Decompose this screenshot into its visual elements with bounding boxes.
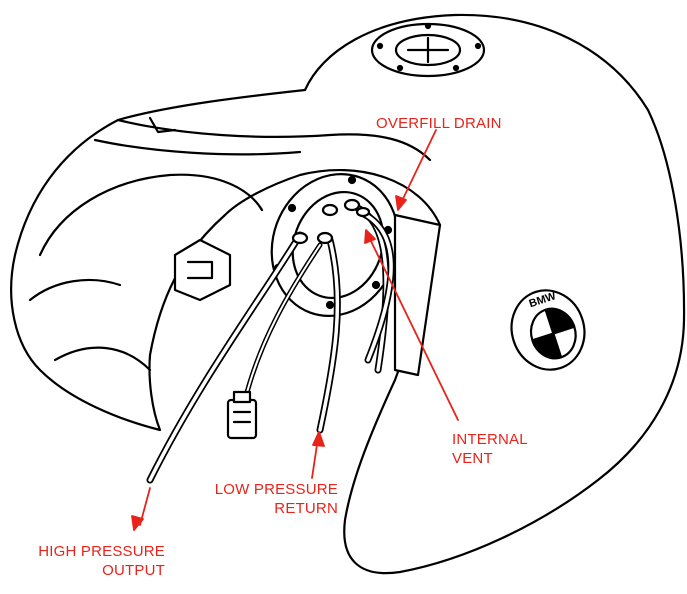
hose-fitting xyxy=(343,198,361,212)
bmw-badge: BMW xyxy=(510,289,586,371)
high-pressure-hose-fill xyxy=(148,233,302,482)
fuel-cap-bolt xyxy=(452,64,460,72)
electrical-connector-latch xyxy=(232,390,252,404)
hose-fitting xyxy=(291,231,309,245)
high-pressure-output-label: HIGH PRESSURE OUTPUT xyxy=(10,542,165,580)
low-pressure-return-label: LOW PRESSURE RETURN xyxy=(188,480,338,518)
fuel-cap-bolt xyxy=(424,22,432,30)
tank-side-contour xyxy=(28,278,122,302)
low-pressure-arrow xyxy=(312,431,325,447)
internal-vent-line2: VENT xyxy=(452,450,493,467)
overfill-drain-leader xyxy=(399,129,437,206)
hose-fitting xyxy=(316,231,334,245)
low-pressure-hose-fill xyxy=(318,238,340,432)
hose-fitting xyxy=(321,203,339,217)
mounting-bracket xyxy=(173,238,232,302)
flange-bolt xyxy=(371,280,381,290)
high-pressure-output-line2: OUTPUT xyxy=(102,562,165,579)
tank-side-panel xyxy=(38,173,264,257)
fuel-cap-bolt xyxy=(474,42,482,50)
flange-bolt xyxy=(325,300,335,310)
low-pressure-return-line2: RETURN xyxy=(274,500,338,517)
high-pressure-output-line1: HIGH PRESSURE xyxy=(38,543,165,560)
hose-fitting xyxy=(355,206,371,218)
fuel-cap xyxy=(394,33,462,67)
electrical-connector-pins xyxy=(232,410,252,424)
flange-bolt xyxy=(347,175,357,185)
fuel-cap-bolt xyxy=(376,42,384,50)
internal-vent-arrow xyxy=(364,229,376,244)
electrical-connector xyxy=(226,398,258,440)
mounting-bracket-slot xyxy=(186,260,214,280)
high-pressure-arrow xyxy=(131,515,144,531)
tank-ridge-inner xyxy=(93,138,302,156)
internal-vent-hose-fill xyxy=(358,210,393,362)
overfill-drain-arrow xyxy=(395,195,407,211)
internal-vent-leader xyxy=(367,234,459,421)
connector-wire-fill xyxy=(244,244,321,401)
overfill-drain-label: OVERFILL DRAIN xyxy=(376,114,502,133)
internal-vent-label: INTERNAL VENT xyxy=(452,430,528,468)
fuel-cap-bolt xyxy=(396,64,404,72)
overfill-drain-text: OVERFILL DRAIN xyxy=(376,115,502,132)
callout-leaders xyxy=(131,129,459,531)
tank-outline xyxy=(10,13,686,575)
internal-vent-line1: INTERNAL xyxy=(452,431,528,448)
low-pressure-return-line1: LOW PRESSURE xyxy=(214,481,338,498)
rear-cover-plate xyxy=(393,213,442,377)
tank-ridge-tab xyxy=(148,116,177,134)
tank-lower-contour xyxy=(53,346,152,372)
fuel-cap-detail xyxy=(406,36,450,64)
flange-bolt xyxy=(287,203,297,213)
